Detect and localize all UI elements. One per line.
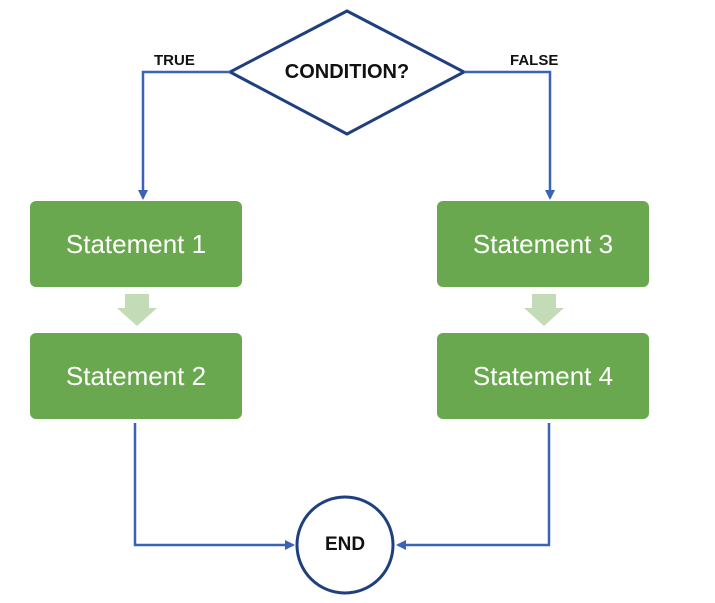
right-end-connector bbox=[396, 423, 551, 550]
true-branch-label: TRUE bbox=[154, 52, 195, 69]
block-arrow-left bbox=[117, 294, 157, 326]
statement-1-box: Statement 1 bbox=[30, 201, 242, 287]
end-label: END bbox=[324, 534, 366, 555]
false-branch-label: FALSE bbox=[510, 52, 559, 69]
statement-3-box: Statement 3 bbox=[437, 201, 649, 287]
statement-4-box: Statement 4 bbox=[437, 333, 649, 419]
end-circle bbox=[295, 495, 395, 595]
decision-diamond bbox=[226, 9, 468, 136]
left-end-connector bbox=[133, 423, 295, 550]
false-branch-connector bbox=[464, 70, 555, 200]
true-branch-connector bbox=[138, 70, 230, 200]
block-arrow-right bbox=[524, 294, 564, 326]
statement-2-box: Statement 2 bbox=[30, 333, 242, 419]
decision-label: CONDITION? bbox=[284, 60, 410, 83]
